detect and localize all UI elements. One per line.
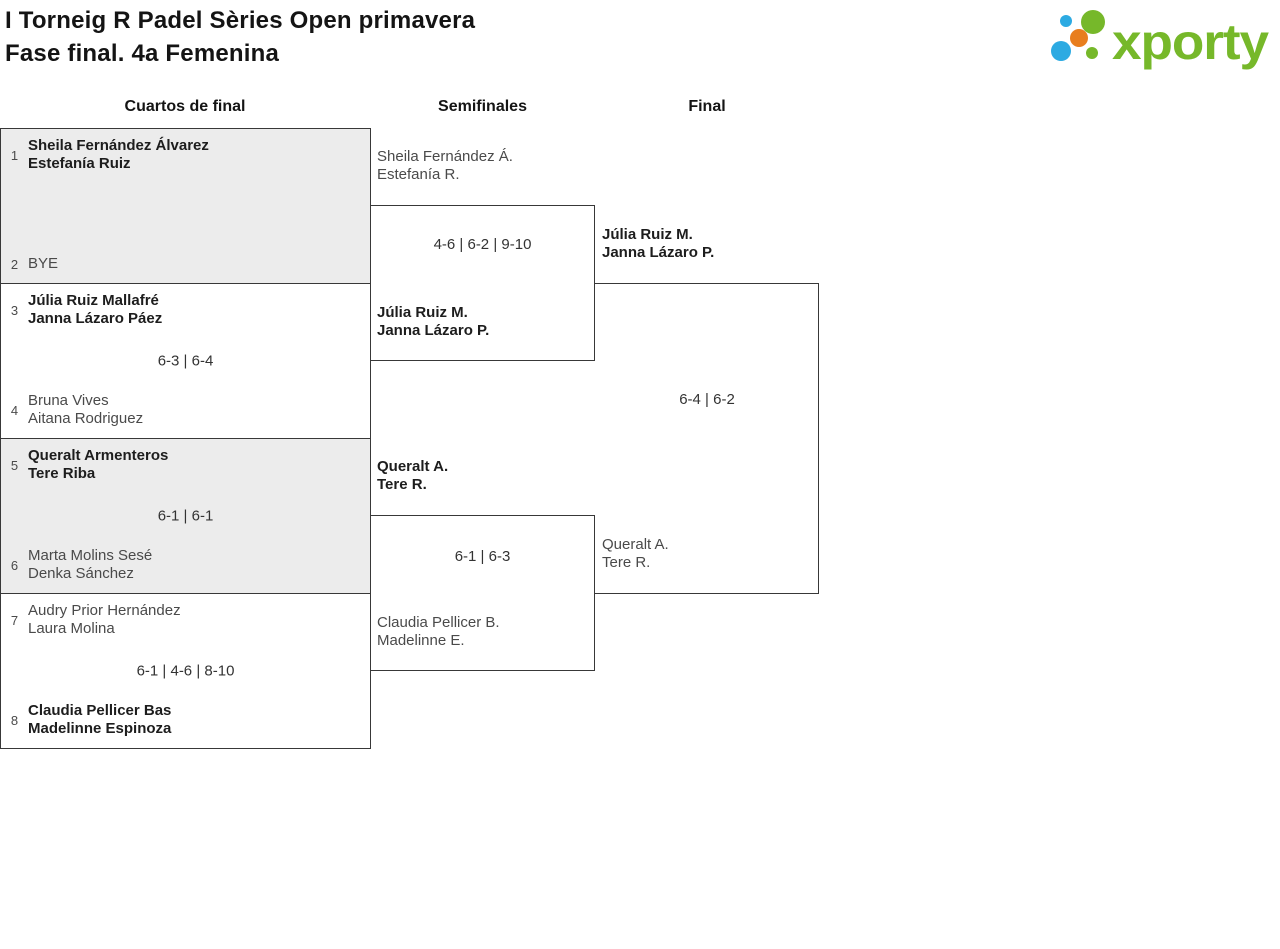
player-name: Madelinne E. — [377, 632, 465, 649]
match-qf-1: 1 Sheila Fernández Álvarez Estefanía Rui… — [0, 128, 371, 284]
page-title: I Torneig R Padel Sèries Open primavera … — [5, 4, 475, 70]
seed-number: 6 — [10, 557, 19, 573]
player-name: Júlia Ruiz M. — [602, 226, 693, 243]
team-entry: 2 BYE — [1, 255, 370, 273]
match-sf-1-box — [370, 205, 595, 361]
final-team-top-label: Júlia Ruiz M. Janna Lázaro P. — [602, 226, 714, 262]
player-name: Claudia Pellicer B. — [377, 614, 500, 631]
xporty-logo-text: xporty — [1112, 14, 1269, 70]
player-name: Claudia Pellicer Bas — [28, 702, 172, 719]
sf2-team-bottom-label: Claudia Pellicer B. Madelinne E. — [377, 614, 500, 650]
match-score: 4-6 | 6-2 | 9-10 — [433, 236, 532, 253]
seed-number: 4 — [10, 402, 19, 418]
player-name: Tere R. — [377, 476, 427, 493]
team-entry: 1 Sheila Fernández Álvarez Estefanía Rui… — [1, 137, 370, 173]
final-team-bottom-label: Queralt A. Tere R. — [602, 536, 669, 572]
round-header-semifinals: Semifinales — [438, 98, 527, 115]
seed-number: 5 — [10, 457, 19, 473]
team-entry: 3 Júlia Ruiz Mallafré Janna Lázaro Páez — [1, 292, 370, 328]
seed-number: 7 — [10, 612, 19, 628]
player-name: BYE — [28, 255, 59, 272]
match-score: 6-1 | 4-6 | 8-10 — [136, 662, 235, 680]
team-entry: 6 Marta Molins Sesé Denka Sánchez — [1, 547, 370, 583]
player-name: Queralt A. — [602, 536, 669, 553]
match-score: 6-1 | 6-1 — [157, 507, 214, 525]
match-qf-2: 3 Júlia Ruiz Mallafré Janna Lázaro Páez … — [0, 283, 371, 439]
player-name: Estefanía Ruiz — [28, 155, 131, 172]
player-name: Queralt Armenteros — [28, 447, 169, 464]
seed-number: 2 — [10, 256, 19, 272]
sf1-team-bottom-label: Júlia Ruiz M. Janna Lázaro P. — [377, 304, 489, 340]
round-header-final: Final — [688, 98, 726, 115]
player-name: Marta Molins Sesé — [28, 547, 153, 564]
player-name: Tere Riba — [28, 465, 96, 482]
player-name: Sheila Fernández Álvarez — [28, 137, 209, 154]
xporty-logo: xporty — [1040, 2, 1275, 80]
phase-category: Fase final. 4a Femenina — [5, 40, 280, 67]
match-qf-3: 5 Queralt Armenteros Tere Riba 6-1 | 6-1… — [0, 438, 371, 594]
player-name: Aitana Rodriguez — [28, 410, 144, 427]
match-final-box — [595, 283, 819, 594]
round-header-quarterfinals: Cuartos de final — [124, 98, 246, 115]
match-score: 6-4 | 6-2 — [679, 391, 735, 408]
player-name: Queralt A. — [377, 458, 449, 475]
sf1-team-top-label: Sheila Fernández Á. Estefanía R. — [377, 148, 513, 184]
player-name: Denka Sánchez — [28, 565, 134, 582]
match-score: 6-1 | 6-3 — [454, 548, 511, 565]
player-name: Júlia Ruiz M. — [377, 304, 468, 321]
player-name: Bruna Vives — [28, 392, 109, 409]
xporty-logo-icon: xporty — [1051, 10, 1270, 70]
sf2-team-top-label: Queralt A. Tere R. — [377, 458, 448, 494]
seed-number: 1 — [10, 147, 19, 163]
player-name: Júlia Ruiz Mallafré — [28, 292, 159, 309]
match-score: 6-3 | 6-4 — [157, 352, 214, 370]
team-entry: 5 Queralt Armenteros Tere Riba — [1, 447, 370, 483]
match-sf-2-box — [370, 515, 595, 671]
seed-number: 8 — [10, 712, 19, 728]
team-entry: 8 Claudia Pellicer Bas Madelinne Espinoz… — [1, 702, 370, 738]
player-name: Tere R. — [602, 554, 651, 571]
player-name: Audry Prior Hernández — [28, 602, 181, 619]
player-name: Madelinne Espinoza — [28, 720, 172, 737]
player-name: Estefanía R. — [377, 166, 460, 183]
match-qf-4: 7 Audry Prior Hernández Laura Molina 6-1… — [0, 593, 371, 749]
player-name: Janna Lázaro P. — [377, 322, 490, 339]
player-name: Janna Lázaro P. — [602, 244, 715, 261]
seed-number: 3 — [10, 302, 19, 318]
player-name: Sheila Fernández Á. — [377, 148, 513, 165]
tournament-name: I Torneig R Padel Sèries Open primavera — [5, 7, 476, 34]
team-entry: 7 Audry Prior Hernández Laura Molina — [1, 602, 370, 638]
team-entry: 4 Bruna Vives Aitana Rodriguez — [1, 392, 370, 428]
player-name: Janna Lázaro Páez — [28, 310, 163, 327]
player-name: Laura Molina — [28, 620, 115, 637]
